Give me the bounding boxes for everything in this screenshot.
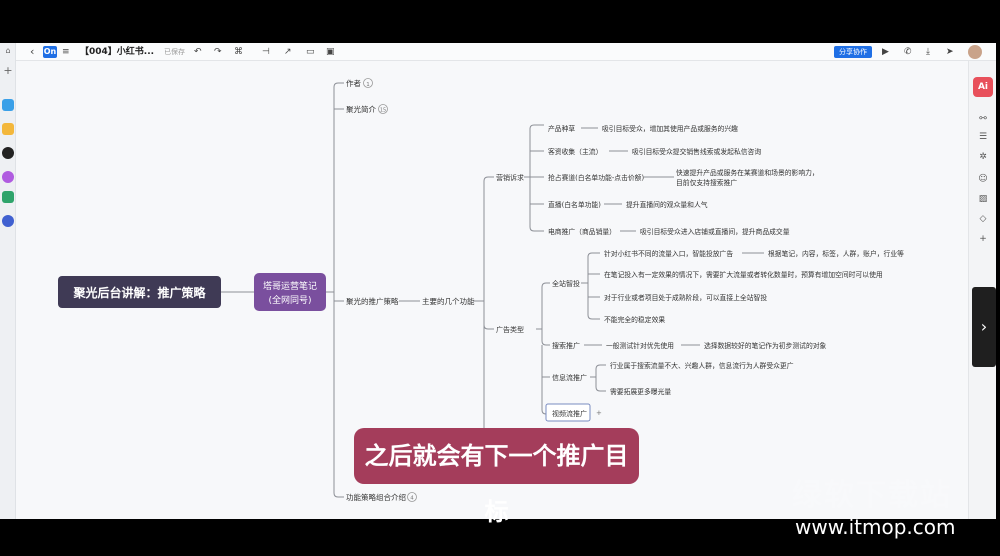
connector-icon[interactable]: ↗	[284, 47, 292, 57]
intro-count-badge[interactable]	[378, 104, 388, 114]
app-badge-icon[interactable]: On	[43, 46, 57, 58]
all-site-item[interactable]: 不能完全的稳定效果	[604, 315, 665, 324]
node-video[interactable]: 视频流推广	[552, 409, 587, 418]
node-search[interactable]: 搜索推广	[552, 341, 580, 350]
feed-item[interactable]: 行业属于搜索流量不大、兴趣人群，信息流行为人群受众更广	[610, 361, 794, 370]
left-sidebar: ⌂ +	[0, 43, 16, 519]
search-item[interactable]: 一般测试针对优先使用	[606, 341, 674, 350]
feed-item[interactable]: 需要拓展更多曝光量	[610, 387, 671, 396]
node-video-selected[interactable]	[545, 403, 591, 422]
saved-status: 已保存	[164, 48, 185, 56]
node-combo[interactable]: 功能策略组合介绍	[346, 492, 406, 502]
all-site-items: 针对小红书不同的流量入口，智能投放广告 根据笔记，内容，标签，人群，账户，行业等…	[604, 249, 904, 324]
home-icon[interactable]: ⌂	[5, 46, 11, 55]
emoji-icon[interactable]: ☺	[978, 174, 988, 184]
add-child-icon[interactable]: +	[596, 409, 602, 417]
more-icon[interactable]: +	[979, 234, 987, 244]
node-author[interactable]: 作者	[346, 78, 361, 88]
node-strategy[interactable]: 聚光的推广策略	[346, 296, 399, 306]
marketing-item-name[interactable]: 客资收集（主流）	[548, 147, 602, 156]
document-title[interactable]: 【004】小红书...	[80, 47, 155, 57]
app-icon-2[interactable]	[2, 123, 14, 135]
menu-icon[interactable]: ≡	[62, 47, 70, 57]
all-site-item[interactable]: 对于行业或者项目处于成熟阶段，可以直接上全站智投	[604, 293, 767, 302]
tag-icon[interactable]: ◇	[979, 214, 987, 224]
share-button[interactable]: 分享协作	[834, 46, 872, 58]
format-icon[interactable]: ⌘	[234, 47, 243, 57]
connector-lines	[221, 82, 764, 498]
video-subtitle: 之后就会有下一个推广目标	[354, 428, 639, 526]
marketing-item-desc[interactable]: 吸引目标受众进入店铺或直播间，提升商品成交量	[640, 227, 790, 236]
undo-icon[interactable]: ↶	[194, 47, 202, 57]
combo-count-badge[interactable]	[407, 492, 417, 502]
root-node-label: 聚光后台讲解：推广策略	[72, 285, 206, 300]
marketing-item-desc[interactable]: 提升直播间的观众量和人气	[626, 200, 708, 209]
node-all-site[interactable]: 全站智投	[552, 279, 580, 288]
ai-button[interactable]: Ai	[973, 77, 993, 97]
node-feed[interactable]: 信息流推广	[552, 373, 587, 382]
present-icon[interactable]: ▶	[882, 47, 889, 57]
send-icon[interactable]: ➤	[946, 47, 954, 57]
top-toolbar: ‹ On ≡ 【004】小红书... 已保存 ↶ ↷ ⌘ ⊣ ↗ ▭ ▣ 分享协…	[16, 43, 996, 61]
node-marketing[interactable]: 营销诉求	[496, 173, 524, 182]
app-icon-3[interactable]	[2, 147, 14, 159]
add-icon[interactable]: +	[3, 64, 13, 77]
marketing-item-name[interactable]: 抢占赛道(白名单功能-点击价额)	[548, 173, 644, 182]
mindmap-svg: 聚光后台讲解：推广策略 塔哥运营笔记 (全网同号) 作者 1 聚光简介 15 聚…	[58, 78, 904, 502]
marketing-item-desc[interactable]: 快速提升产品或服务在某赛道和场景的影响力，	[676, 168, 819, 177]
call-icon[interactable]: ✆	[904, 47, 912, 57]
app-icon-4[interactable]	[2, 171, 14, 183]
marketing-item-name[interactable]: 直播(白名单功能)	[548, 200, 601, 209]
combo-count: 4	[410, 496, 414, 502]
summary-icon[interactable]: ▭	[306, 47, 315, 57]
all-site-item[interactable]: 针对小红书不同的流量入口，智能投放广告	[604, 249, 733, 258]
watermark-text: 绿软下载站	[792, 478, 952, 513]
node-functions[interactable]: 主要的几个功能	[422, 296, 475, 306]
center-node-line1: 塔哥运营笔记	[263, 280, 317, 292]
marketing-item-desc[interactable]: 吸引目标受众，增加其使用产品或服务的兴趣	[602, 124, 738, 133]
marketing-item-desc[interactable]: 吸引目标受众提交销售线索或发起私信咨询	[632, 147, 761, 156]
marketing-items: 产品种草 吸引目标受众，增加其使用产品或服务的兴趣 客资收集（主流） 吸引目标受…	[548, 124, 819, 236]
author-count: 1	[366, 82, 370, 88]
next-page-arrow[interactable]: ›	[972, 287, 996, 367]
node-ad-types[interactable]: 广告类型	[496, 325, 524, 334]
insert-node-icon[interactable]: ⊣	[262, 47, 270, 57]
download-icon[interactable]: ⤓	[926, 47, 930, 57]
all-site-item-extra[interactable]: 根据笔记，内容，标签，人群，账户，行业等	[768, 249, 904, 258]
node-intro[interactable]: 聚光简介	[346, 104, 376, 114]
structure-icon[interactable]: ⚯	[979, 114, 987, 124]
center-node[interactable]	[254, 273, 326, 311]
center-node-line2: (全网同号)	[268, 294, 311, 306]
marketing-item-name[interactable]: 产品种草	[548, 124, 575, 133]
app-icon-6[interactable]	[2, 215, 14, 227]
frame-icon[interactable]: ▣	[326, 47, 335, 57]
marketing-item-name[interactable]: 电商推广（商品销量）	[548, 227, 616, 236]
redo-icon[interactable]: ↷	[214, 47, 222, 57]
image-icon[interactable]: ▨	[978, 194, 988, 204]
search-item-extra[interactable]: 选择数据较好的笔记作为初步测试的对象	[704, 341, 827, 350]
back-button[interactable]: ‹	[30, 45, 35, 58]
settings-icon[interactable]: ✲	[979, 152, 987, 162]
app-icon-5[interactable]	[2, 191, 14, 203]
all-site-item[interactable]: 在笔记投入有一定效果的情况下，需要扩大流量或者转化数量时，预算有增加空间时可以使…	[604, 270, 883, 279]
outline-icon[interactable]: ☰	[978, 132, 988, 142]
avatar[interactable]	[968, 45, 982, 59]
app-icon-1[interactable]	[2, 99, 14, 111]
marketing-item-desc-line2[interactable]: 目前仅支持搜索推广	[676, 178, 737, 187]
author-count-badge[interactable]	[363, 78, 373, 88]
intro-count: 15	[380, 108, 386, 114]
watermark-url: www.itmop.com	[795, 515, 956, 539]
root-node[interactable]	[58, 276, 221, 308]
